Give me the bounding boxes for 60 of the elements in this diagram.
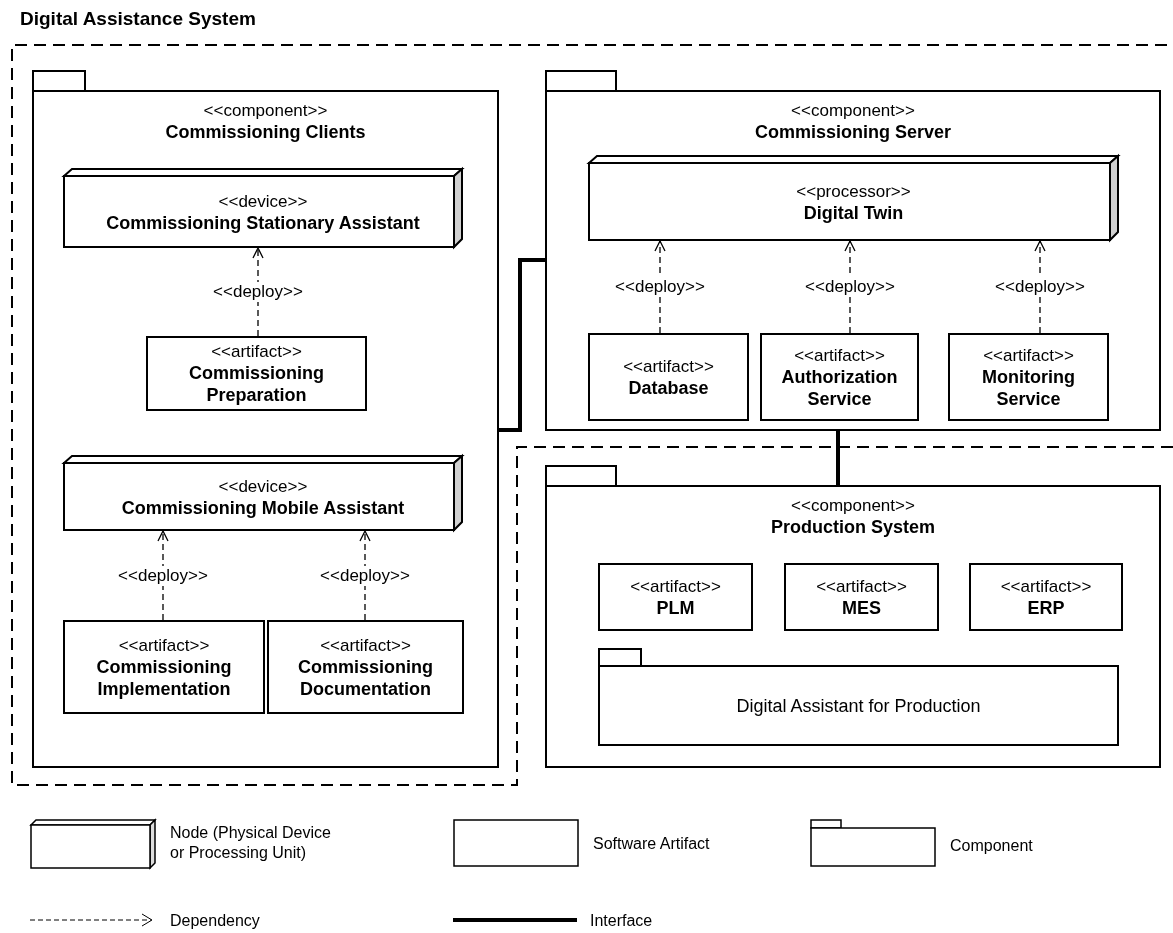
stereotype-label: <<artifact>>: [630, 575, 721, 597]
stereotype-label: <<component>>: [791, 100, 915, 121]
stereotype-label: <<artifact>>: [211, 341, 302, 362]
legend-label: Dependency: [170, 911, 261, 931]
stereotype-label: <<device>>: [218, 190, 308, 212]
stereotype-label: <<artifact>>: [1000, 575, 1092, 597]
stereotype-label: <<artifact>>: [983, 344, 1074, 366]
device-name: Commissioning Mobile Assistant: [120, 496, 406, 519]
stereotype-label: <<device>>: [218, 475, 308, 497]
stereotype-label: <<component>>: [203, 100, 328, 121]
artifact-name: Authorization Service: [780, 365, 899, 410]
device-name: Commissioning Stationary Assistant: [105, 211, 421, 234]
artifact-name: Commissioning Preparation: [188, 362, 325, 406]
artifact-box: [588, 333, 749, 421]
component-name: Commissioning Clients: [164, 121, 367, 143]
edge-label: <<deploy>>: [116, 565, 210, 586]
stereotype-label: <<artifact>>: [623, 355, 714, 377]
legend-label: Node (Physical Device or Processing Unit): [170, 823, 332, 863]
component-name: Commissioning Server: [753, 121, 953, 143]
stereotype-label: <<artifact>>: [320, 634, 411, 656]
artifact-box: [146, 336, 367, 411]
component-name: Production System: [770, 516, 936, 538]
dependency-arrow: [654, 240, 666, 334]
dependency-arrow: [359, 530, 371, 621]
dependency-arrow: [844, 240, 856, 334]
artifact-name: PLM: [655, 596, 696, 619]
artifact-name: Commissioning Implementation: [95, 655, 233, 700]
artifact-name: Database: [627, 376, 710, 399]
dependency-arrow: [252, 247, 264, 337]
legend-label: Interface: [590, 911, 654, 931]
interface-line: [836, 431, 840, 485]
stereotype-label: <<component>>: [791, 495, 915, 516]
artifact-box: [598, 563, 753, 631]
dependency-arrow: [1034, 240, 1046, 334]
stereotype-label: <<processor>>: [796, 180, 911, 202]
artifact-name: MES: [841, 596, 882, 619]
artifact-box: [63, 620, 265, 714]
dependency-arrow: [157, 530, 169, 621]
system-title: Digital Assistance System: [20, 8, 256, 30]
stereotype-label: <<artifact>>: [816, 575, 907, 597]
artifact-box: [760, 333, 919, 421]
interface-line: [499, 258, 545, 432]
edge-label: <<deploy>>: [211, 282, 305, 302]
artifact-box: [267, 620, 464, 714]
stereotype-label: <<artifact>>: [794, 344, 885, 366]
artifact-name: Monitoring Service: [981, 365, 1076, 410]
stereotype-label: <<artifact>>: [118, 634, 210, 656]
component-name: Digital Assistant for Production: [736, 694, 981, 717]
legend-label: Software Artifact: [593, 834, 711, 854]
artifact-box: [948, 333, 1109, 421]
artifact-name: ERP: [1026, 596, 1066, 619]
artifact-box: [784, 563, 939, 631]
edge-label: <<deploy>>: [803, 277, 897, 297]
edge-label: <<deploy>>: [993, 277, 1087, 297]
artifact-box: [969, 563, 1123, 631]
artifact-name: Commissioning Documentation: [297, 655, 434, 700]
legend-label: Component: [950, 836, 1034, 856]
edge-label: <<deploy>>: [318, 565, 412, 586]
device-name: Digital Twin: [802, 201, 905, 224]
edge-label: <<deploy>>: [613, 277, 707, 297]
